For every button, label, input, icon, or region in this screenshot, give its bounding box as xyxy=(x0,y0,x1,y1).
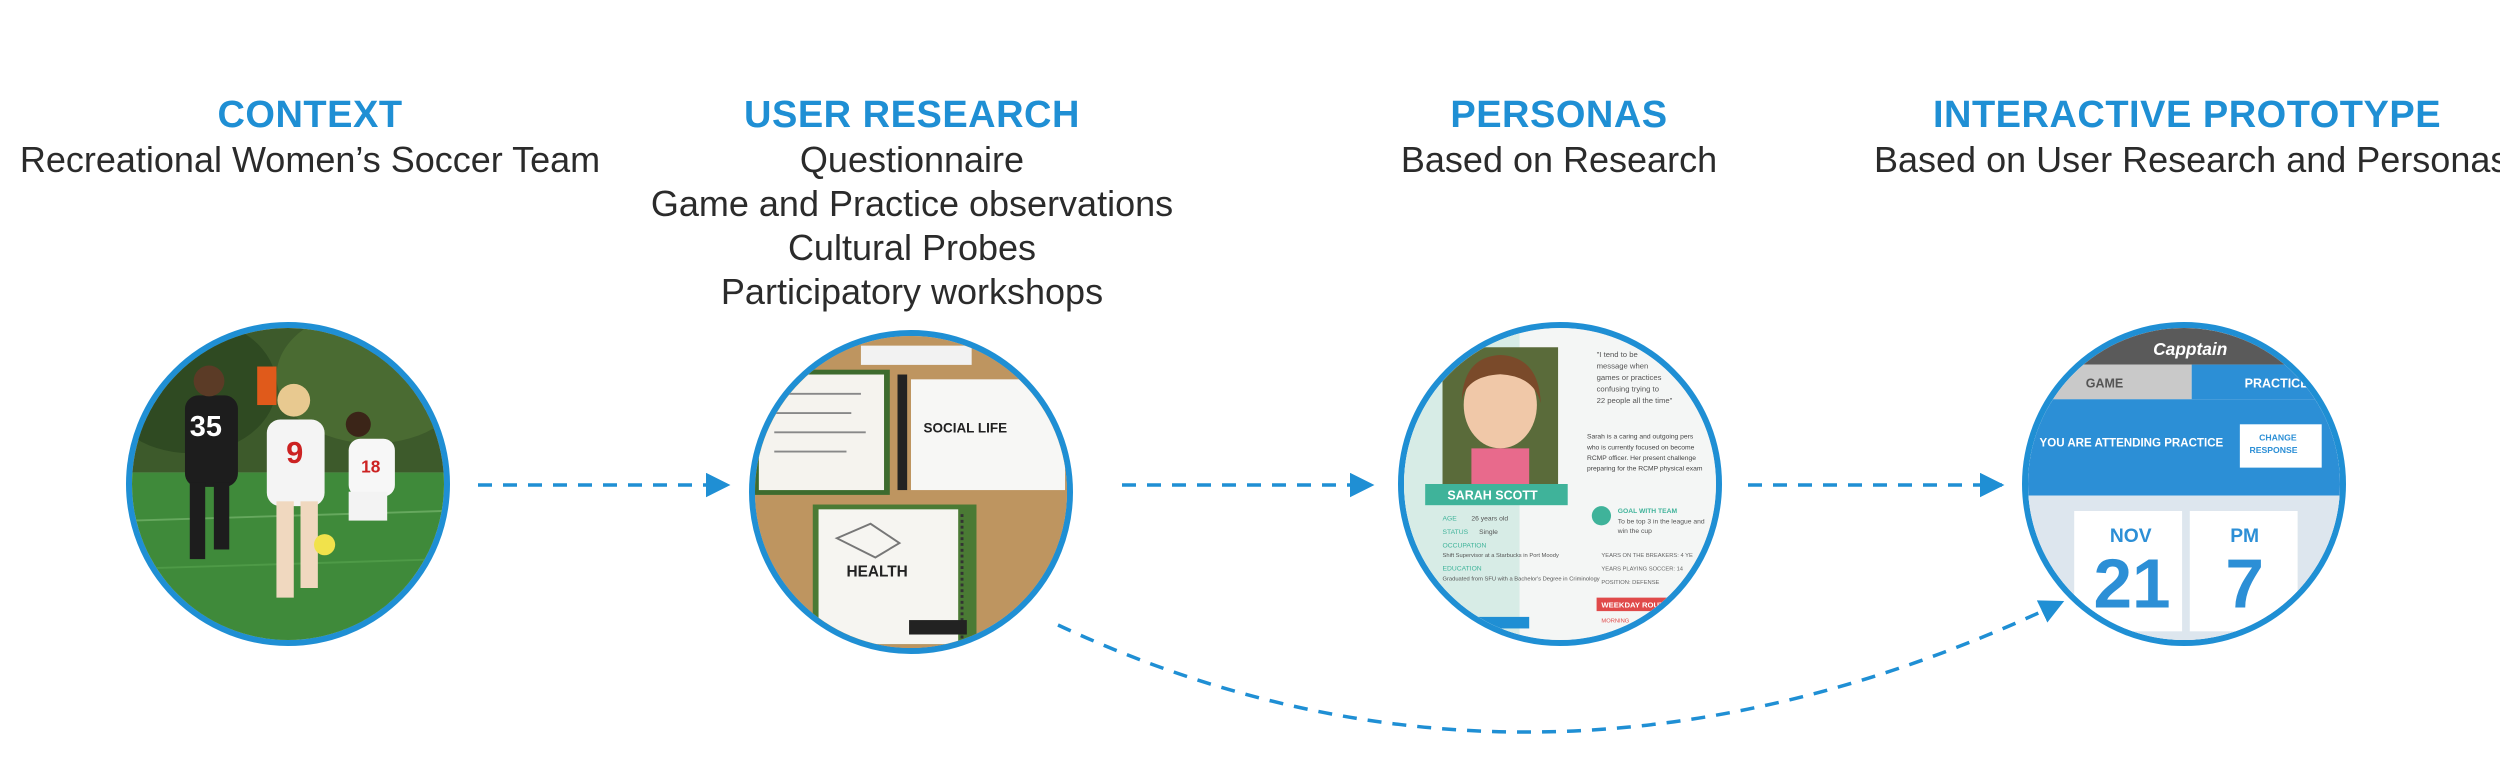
persona-bio: Sarah is a caring and outgoing pers xyxy=(1587,434,1694,441)
personas-photo: SARAH SCOTT AGE 26 years old STATUS Sing… xyxy=(1398,322,1722,646)
step-line: Questionnaire xyxy=(799,139,1025,180)
step-line: Based on User Research and Personas xyxy=(1874,139,2500,180)
persona-quote: games or practices xyxy=(1597,373,1662,382)
persona-weekday-label: WEEKDAY ROUTI xyxy=(1601,600,1666,609)
step-line: Cultural Probes xyxy=(787,227,1037,268)
jersey-number: 9 xyxy=(286,435,303,470)
persona-quote: message when xyxy=(1597,361,1649,370)
step-title: PERSONAS xyxy=(1450,94,1668,136)
persona-goal-label: GOAL WITH TEAM xyxy=(1618,508,1678,515)
persona-name: SARAH SCOTT xyxy=(1447,488,1538,502)
persona-quote: confusing trying to xyxy=(1597,385,1659,394)
step-title: INTERACTIVE PROTOTYPE xyxy=(1932,94,2442,136)
step-line: Participatory workshops xyxy=(720,271,1104,312)
step-user-research-header: USER RESEARCH Questionnaire Game and Pra… xyxy=(612,92,1212,314)
step-line: Recreational Women’s Soccer Team xyxy=(19,139,601,180)
persona-stat: POSITION: DEFENSE xyxy=(1601,580,1659,586)
app-change-response: RESPONSE xyxy=(2249,445,2297,455)
arrow-research-to-prototype xyxy=(1057,600,2065,734)
persona-field-label: EDUCATION xyxy=(1443,566,1482,573)
app-tab-game: GAME xyxy=(2086,377,2124,391)
app-change-response: CHANGE xyxy=(2259,433,2297,443)
persona-bio: who is currently focused on become xyxy=(1586,444,1695,451)
persona-quote: 22 people all the time" xyxy=(1597,396,1673,405)
app-time-ampm: PM xyxy=(2230,526,2259,547)
user-research-photo: SOCIAL LIFE HEALTH xyxy=(749,330,1073,654)
persona-behaviour-label: VIOUR xyxy=(1452,621,1473,628)
persona-stat: YEARS ON THE BREAKERS: 4 YE xyxy=(1601,553,1693,559)
jersey-number: 35 xyxy=(190,411,222,443)
persona-field-label: AGE xyxy=(1443,516,1458,523)
step-title: USER RESEARCH xyxy=(744,94,1080,136)
prototype-screenshot: Capptain GAME PRACTICE YOU ARE ATTENDING… xyxy=(2022,322,2346,646)
step-prototype-header: INTERACTIVE PROTOTYPE Based on User Rese… xyxy=(1874,92,2500,182)
persona-goal-text: To be top 3 in the league and xyxy=(1618,518,1705,525)
persona-stat: YEARS PLAYING SOCCER: 14 xyxy=(1601,567,1683,573)
context-photo: 35 9 18 xyxy=(126,322,450,646)
step-line: Based on Research xyxy=(1400,139,1718,180)
notebook-label: SOCIAL LIFE xyxy=(924,420,1008,435)
step-title: CONTEXT xyxy=(217,94,403,136)
persona-quote: "I tend to be xyxy=(1597,350,1638,359)
step-context-header: CONTEXT Recreational Women’s Soccer Team xyxy=(0,92,620,182)
app-date-month: NOV xyxy=(2110,526,2152,547)
notebook-label: HEALTH xyxy=(846,564,907,581)
persona-field-value: Shift Supervisor at a Starbucks in Port … xyxy=(1443,553,1559,559)
app-date-day: 21 xyxy=(2093,544,2170,622)
persona-field-value: 26 years old xyxy=(1471,516,1508,523)
step-personas-header: PERSONAS Based on Research xyxy=(1259,92,1859,182)
persona-field-value: Graduated from SFU with a Bachelor's Deg… xyxy=(1443,576,1600,582)
persona-field-value: Single xyxy=(1479,529,1498,536)
jersey-number: 18 xyxy=(361,456,381,476)
persona-field-label: OCCUPATION xyxy=(1443,543,1487,550)
app-brand: Capptain xyxy=(2153,339,2227,359)
persona-bio: preparing for the RCMP physical exam xyxy=(1587,466,1703,473)
app-status: YOU ARE ATTENDING PRACTICE xyxy=(2040,437,2224,449)
persona-goal-text: win the cup xyxy=(1617,528,1652,535)
persona-field-label: STATUS xyxy=(1443,529,1469,536)
step-line: Game and Practice observations xyxy=(650,183,1174,224)
persona-bio: RCMP officer. Her present challenge xyxy=(1587,455,1696,462)
app-time-hour: 7 xyxy=(2225,544,2264,622)
persona-morning-label: MORNING xyxy=(1601,619,1629,625)
app-tab-practice: PRACTICE xyxy=(2245,377,2309,391)
